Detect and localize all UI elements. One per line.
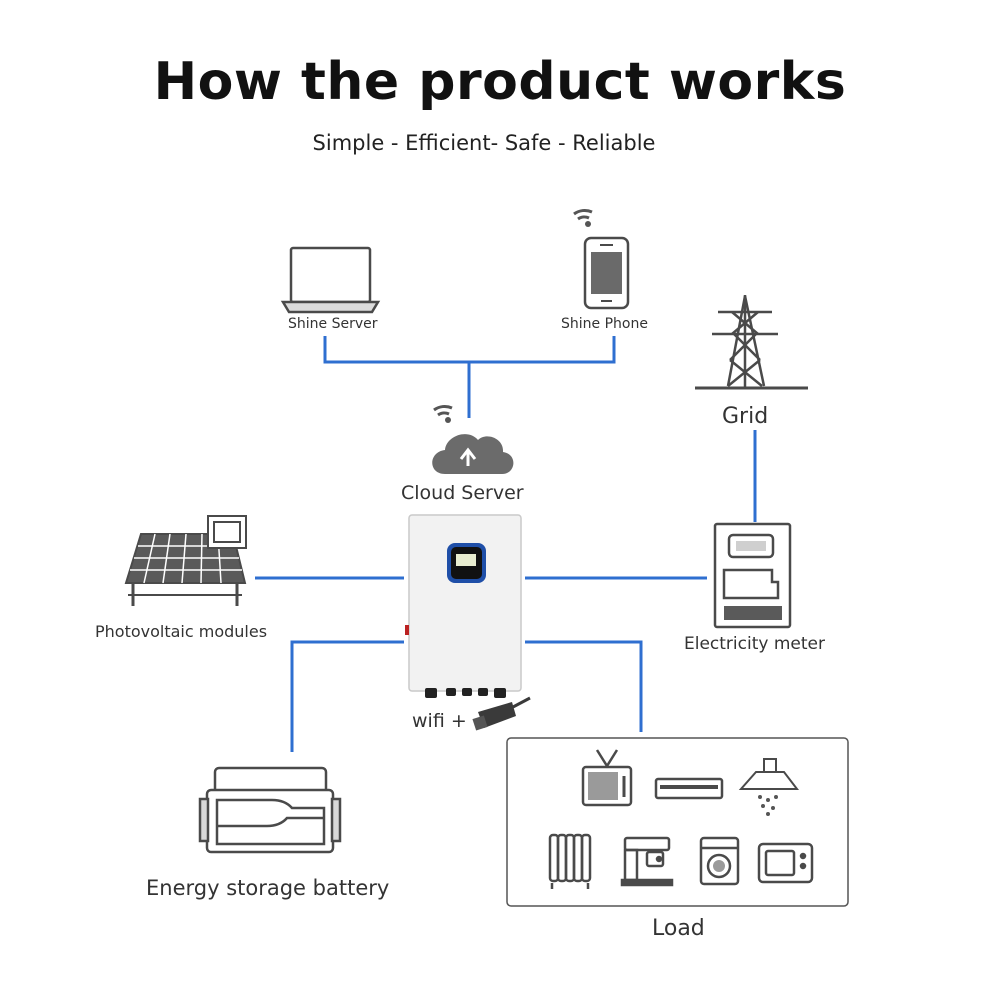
wifi-icon — [573, 208, 593, 227]
battery-label: Energy storage battery — [146, 876, 390, 900]
shine-server-label: Shine Server — [288, 316, 378, 332]
coffee-machine-icon — [620, 836, 674, 887]
electricity-meter-icon — [713, 522, 792, 629]
wifi-label: wifi + — [412, 710, 467, 732]
tv-icon — [581, 749, 633, 807]
washing-machine-icon — [699, 836, 740, 886]
pv-modules-label: Photovoltaic modules — [95, 622, 268, 641]
wifi-icon — [433, 404, 453, 423]
page-subtitle: Simple - Efficient- Safe - Reliable — [312, 131, 656, 155]
range-hood-icon — [738, 758, 800, 816]
load-label: Load — [652, 916, 705, 941]
grid-label: Grid — [722, 404, 769, 429]
page-title: How the product works — [153, 52, 847, 112]
oil-heater-icon — [548, 833, 592, 889]
usb-dongle-icon — [472, 696, 531, 731]
transmission-tower-icon — [695, 295, 808, 390]
laptop-icon — [280, 246, 381, 314]
inverter-icon — [405, 514, 522, 698]
air-conditioner-icon — [654, 777, 724, 800]
connector-server-phone — [323, 336, 616, 364]
connector-battery — [290, 640, 404, 752]
cloud-upload-icon — [432, 434, 514, 474]
shine-phone-label: Shine Phone — [561, 316, 648, 332]
smartphone-icon — [583, 236, 630, 310]
microwave-icon — [757, 842, 814, 884]
cloud-server-label: Cloud Server — [401, 482, 524, 504]
load-box — [506, 737, 849, 907]
connector-lines — [255, 336, 757, 752]
electricity-meter-label: Electricity meter — [684, 634, 825, 654]
battery-icon — [198, 766, 342, 854]
solar-panel-icon — [124, 515, 247, 606]
connector-load — [525, 640, 643, 732]
